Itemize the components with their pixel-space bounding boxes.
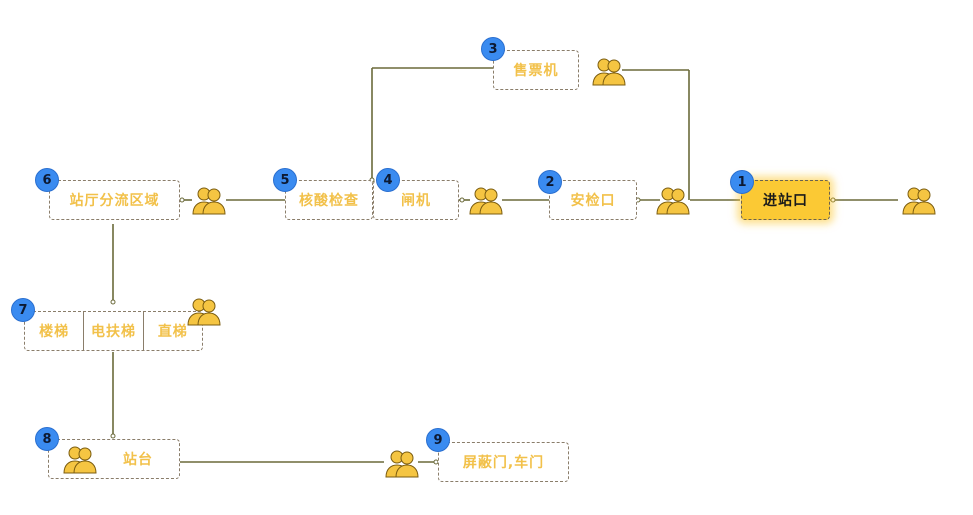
step-badge: 6 <box>35 168 59 192</box>
segment-label: 直梯 <box>157 324 188 340</box>
node-label: 核酸检查 <box>299 193 359 209</box>
people-icon <box>469 187 503 215</box>
segment-label: 楼梯 <box>39 324 70 340</box>
node-security-check[interactable]: 安检口 <box>549 180 637 220</box>
people-icon <box>187 298 221 326</box>
node-label: 安检口 <box>570 193 616 209</box>
node-hall-diversion[interactable]: 站厅分流区域 <box>49 180 180 220</box>
node-ticket-machine[interactable]: 售票机 <box>493 50 579 90</box>
people-icon <box>385 450 419 478</box>
step-badge: 4 <box>376 168 400 192</box>
node-entrance[interactable]: 进站口 <box>741 180 830 220</box>
node-vertical-transport[interactable]: 楼梯 电扶梯 直梯 <box>24 311 203 351</box>
segment-label: 电扶梯 <box>90 324 136 340</box>
escalator-segment: 电扶梯 <box>83 312 142 350</box>
node-label: 售票机 <box>513 63 559 79</box>
people-icon <box>63 446 97 474</box>
people-icon <box>902 187 936 215</box>
node-label: 闸机 <box>401 193 431 209</box>
step-badge: 8 <box>35 427 59 451</box>
node-label: 进站口 <box>763 193 808 209</box>
step-badge: 9 <box>426 428 450 452</box>
node-label: 屏蔽门,车门 <box>462 455 545 471</box>
step-badge: 3 <box>481 37 505 61</box>
elevator-segment: 直梯 <box>142 312 202 350</box>
node-label: 站厅分流区域 <box>69 193 160 209</box>
people-icon <box>656 187 690 215</box>
stairs-segment: 楼梯 <box>25 312 83 350</box>
node-nucleic-check[interactable]: 核酸检查 <box>285 180 373 220</box>
step-badge: 1 <box>730 170 754 194</box>
step-badge: 2 <box>538 170 562 194</box>
step-badge: 5 <box>273 168 297 192</box>
node-label: 站台 <box>123 452 153 468</box>
node-platform[interactable]: 站台 <box>48 439 180 479</box>
people-icon <box>192 187 226 215</box>
node-screen-door[interactable]: 屏蔽门,车门 <box>438 442 569 482</box>
people-icon <box>592 58 626 86</box>
step-badge: 7 <box>11 298 35 322</box>
